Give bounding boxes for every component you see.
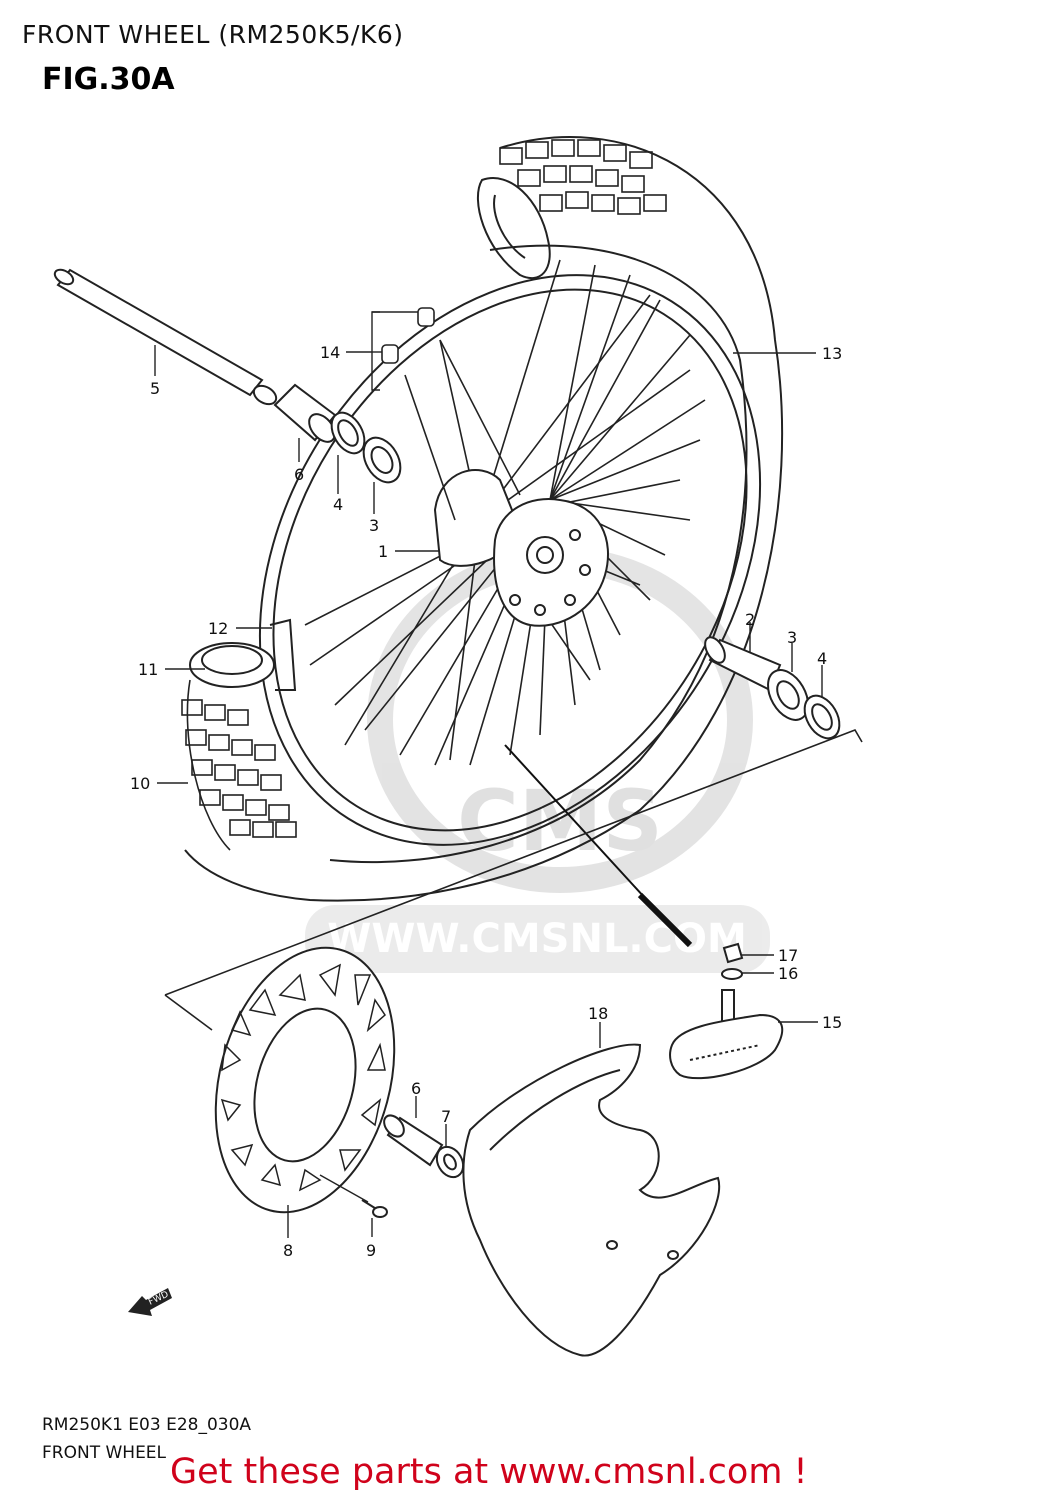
diagram-title: FRONT WHEEL (RM250K5/K6) — [22, 20, 404, 49]
tyre-part-13 — [184, 136, 784, 902]
watermark-logo: CMS — [457, 772, 663, 870]
callout-6: 6 — [294, 465, 304, 484]
collar-part-6-top — [273, 383, 337, 443]
disc-cover-part-18 — [462, 1043, 721, 1357]
collar-part-6-bottom — [383, 1114, 444, 1167]
callout-2: 2 — [745, 610, 755, 629]
callout-18: 18 — [588, 1004, 608, 1023]
tyre-section-part-10 — [181, 679, 297, 851]
brake-disc-part-8 — [214, 946, 396, 1214]
callout-12: 12 — [208, 619, 228, 638]
collar-part-2 — [704, 636, 782, 692]
callout-10: 10 — [130, 774, 150, 793]
valve-washer-part-16 — [721, 968, 743, 980]
valve-nut-part-17 — [722, 942, 744, 964]
callout-6-bottom: 6 — [411, 1079, 421, 1098]
callout-7: 7 — [441, 1107, 451, 1126]
watermark-url: WWW.CMSNL.COM — [327, 916, 747, 962]
callout-8: 8 — [283, 1241, 293, 1260]
callout-5: 5 — [150, 379, 160, 398]
guide-outline — [164, 729, 863, 1031]
callout-16: 16 — [778, 964, 798, 983]
callout-15: 15 — [822, 1013, 842, 1032]
callout-9: 9 — [366, 1241, 376, 1260]
callout-17: 17 — [778, 946, 798, 965]
oil-seal-part-4-top — [330, 411, 366, 455]
valve-pointer — [504, 744, 693, 948]
rim — [258, 274, 762, 846]
rim-band-part-12 — [269, 618, 297, 691]
callout-11: 11 — [138, 660, 158, 679]
bearing-part-3-top — [362, 436, 402, 484]
forward-arrow-icon: FWD — [128, 1288, 172, 1316]
disc-bolt-part-9 — [319, 1174, 388, 1218]
callout-3: 3 — [369, 516, 379, 535]
diagram-section-name: FRONT WHEEL — [42, 1443, 167, 1463]
axle-part-5 — [53, 268, 278, 406]
callout-1: 1 — [378, 542, 388, 561]
callout-4-right: 4 — [817, 649, 827, 668]
callout-3-right: 3 — [787, 628, 797, 647]
diagram-code: RM250K1 E03 E28_030A — [42, 1415, 252, 1435]
nut-part-7 — [435, 1145, 465, 1179]
oil-seal-part-4-right — [803, 694, 841, 740]
tyre-tread-blocks — [499, 139, 667, 215]
promo-link[interactable]: Get these parts at www.cmsnl.com ! — [170, 1452, 808, 1492]
callout-13: 13 — [822, 344, 842, 363]
hub-part-1 — [433, 469, 609, 627]
spoke-nipple-part-14 — [381, 307, 521, 521]
tube-valve-part-15 — [669, 989, 784, 1080]
leader-lines — [154, 311, 823, 1238]
tube-part-11 — [189, 642, 275, 688]
bearing-part-3-right — [767, 669, 809, 721]
figure-number: FIG.30A — [42, 62, 175, 97]
watermark: CMS WWW.CMSNL.COM — [305, 547, 770, 973]
callout-labels: 14 13 5 6 4 3 1 12 11 2 3 4 10 17 16 18 … — [130, 343, 842, 1260]
callout-14: 14 — [320, 343, 340, 362]
callout-4: 4 — [333, 495, 343, 514]
